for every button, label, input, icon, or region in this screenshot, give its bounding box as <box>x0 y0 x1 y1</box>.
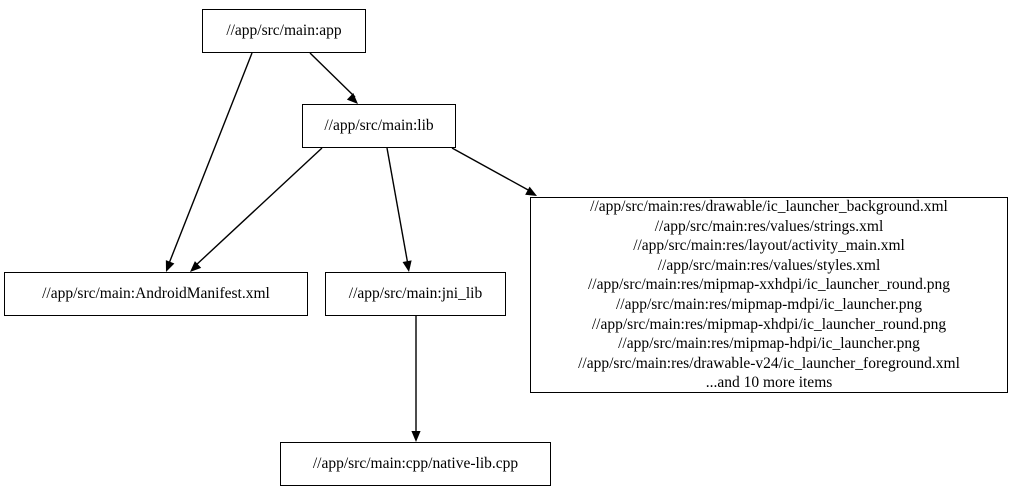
graph-edge-app-to-manifest <box>165 52 253 272</box>
graph-edge-jni_lib-to-native_lib <box>411 316 421 442</box>
graph-node-app-label: //app/src/main:app <box>226 22 342 40</box>
arrowhead-icon <box>402 260 412 272</box>
graph-node-lib-label: //app/src/main:lib <box>324 117 434 135</box>
graph-edge-app-to-lib <box>309 52 358 104</box>
graph-node-resources[interactable]: //app/src/main:res/drawable/ic_launcher_… <box>530 197 1008 393</box>
graph-edge-lib-to-jni_lib <box>386 147 412 272</box>
graph-node-lib[interactable]: //app/src/main:lib <box>302 104 456 148</box>
graph-node-app[interactable]: //app/src/main:app <box>202 9 366 53</box>
graph-node-native-lib-cpp-label: //app/src/main:cpp/native-lib.cpp <box>312 455 519 473</box>
graph-node-jni-lib[interactable]: //app/src/main:jni_lib <box>325 272 506 316</box>
graph-node-resources-label: //app/src/main:res/drawable/ic_launcher_… <box>578 198 960 392</box>
graph-node-jni-lib-label: //app/src/main:jni_lib <box>348 285 483 303</box>
graph-edge-lib-to-resources <box>451 147 537 196</box>
graph-node-native-lib-cpp[interactable]: //app/src/main:cpp/native-lib.cpp <box>280 442 551 486</box>
graph-node-androidmanifest[interactable]: //app/src/main:AndroidManifest.xml <box>4 272 308 316</box>
arrowhead-icon <box>411 431 421 442</box>
graph-node-androidmanifest-label: //app/src/main:AndroidManifest.xml <box>42 285 270 303</box>
graph-edge-lib-to-manifest <box>190 147 323 272</box>
